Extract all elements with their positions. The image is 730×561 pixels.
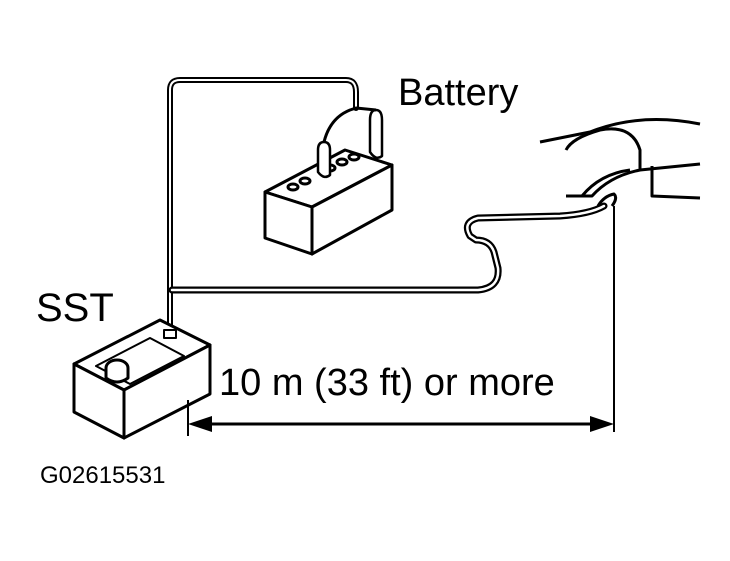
figure-id: G02615531 bbox=[40, 462, 166, 489]
sst-label: SST bbox=[36, 286, 114, 330]
test-cable bbox=[167, 77, 608, 333]
tester-box-icon bbox=[72, 318, 212, 440]
distance-label: 10 m (33 ft) or more bbox=[219, 362, 555, 404]
battery-label: Battery bbox=[398, 72, 519, 114]
distance-arrow bbox=[188, 416, 614, 432]
battery-icon bbox=[263, 106, 394, 256]
vehicle-hood-icon bbox=[539, 118, 701, 432]
